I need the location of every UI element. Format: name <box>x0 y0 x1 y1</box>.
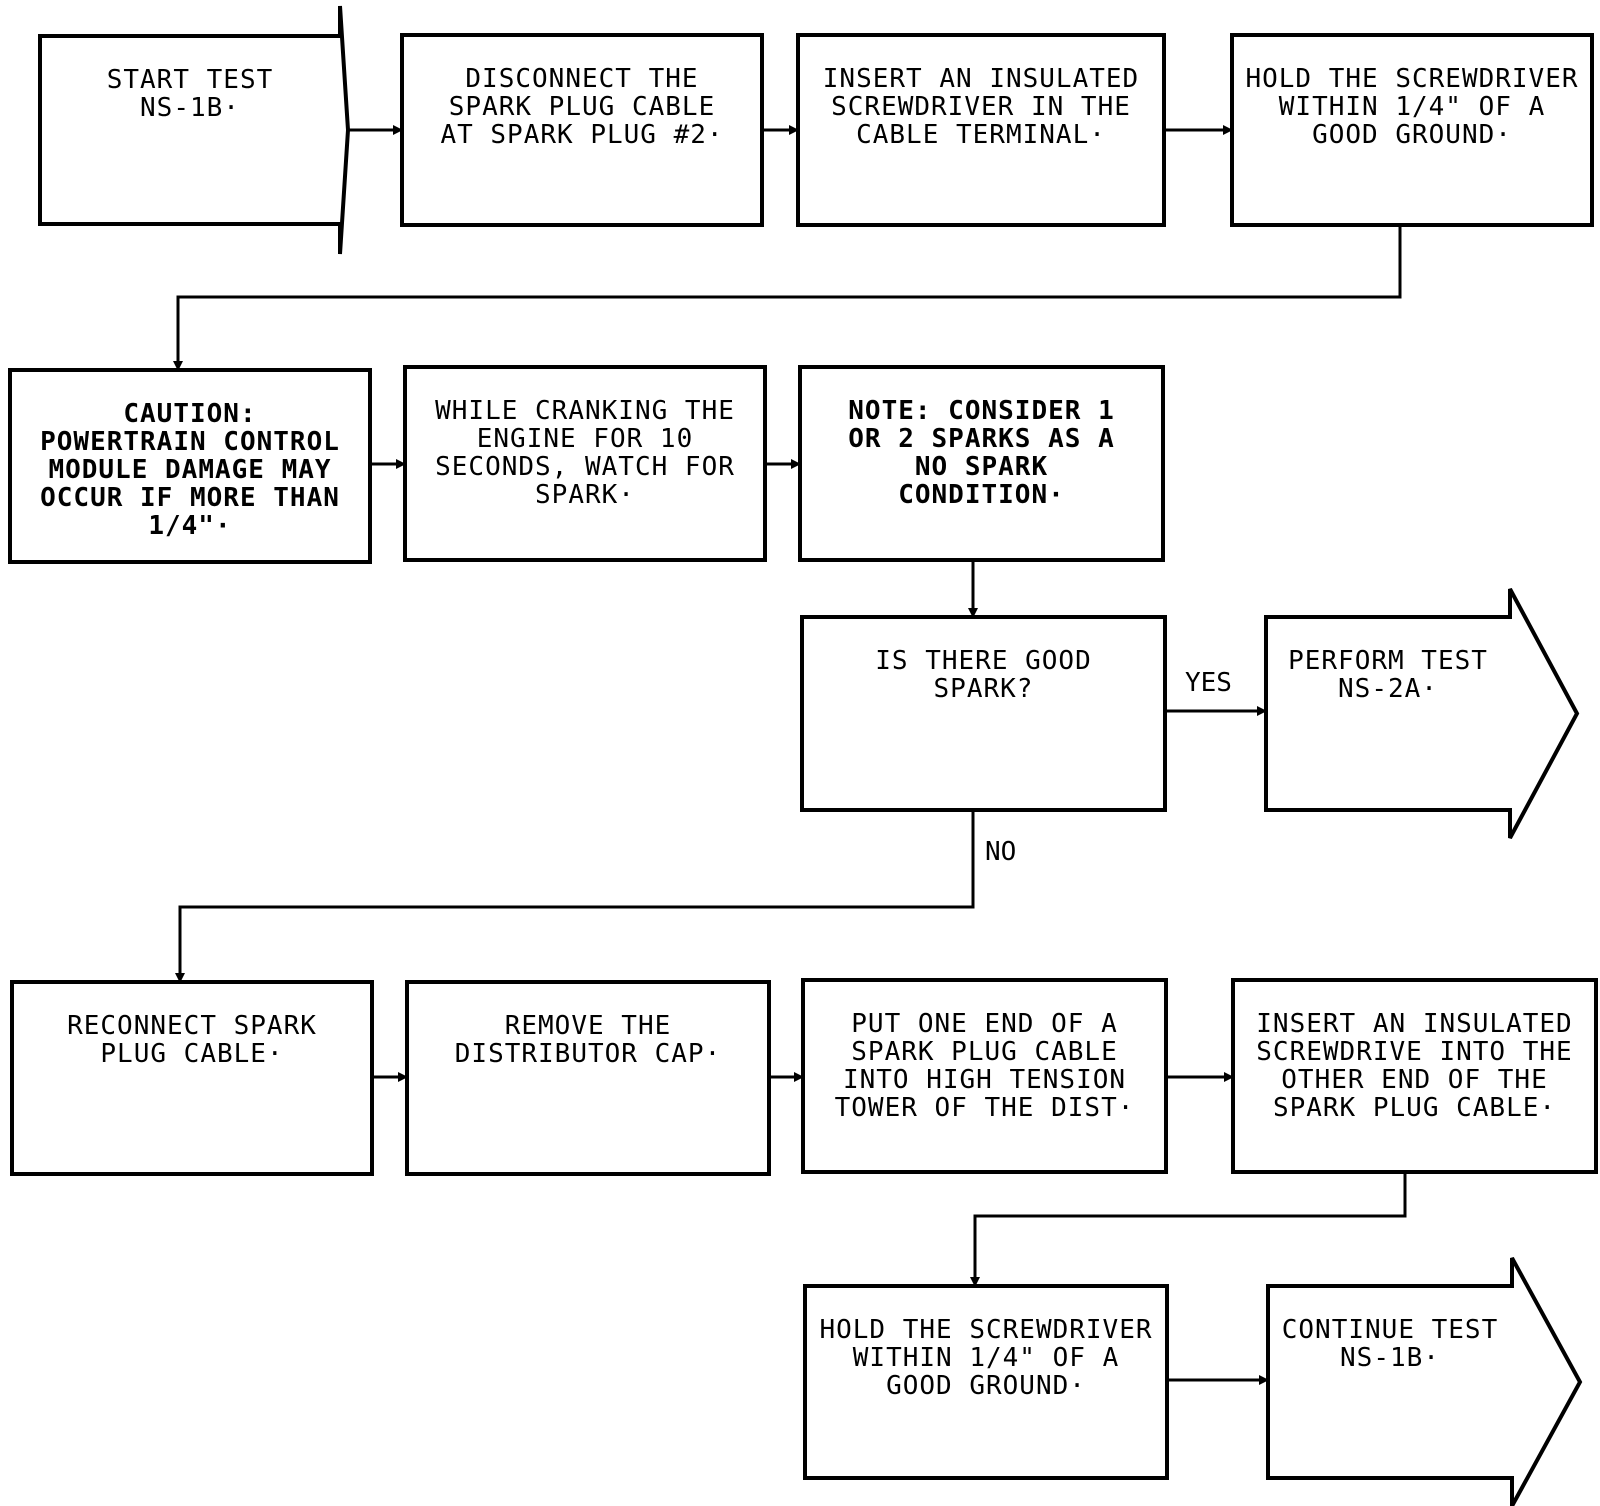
connector-n8-n10 <box>175 810 975 983</box>
process-box-n3 <box>796 33 1166 227</box>
node-label-n12: PUT ONE END OF A SPARK PLUG CABLE INTO H… <box>834 1009 1135 1123</box>
terminal-arrow-n9 <box>1264 588 1580 839</box>
process-box-n4 <box>1230 33 1594 227</box>
node-label-n11: REMOVE THE DISTRIBUTOR CAP· <box>454 1011 722 1069</box>
node-label-n5: CAUTION: POWERTRAIN CONTROL MODULE DAMAG… <box>40 399 340 541</box>
connector-n13-n14 <box>970 1172 1407 1287</box>
process-box-n13 <box>1231 978 1598 1174</box>
terminal-arrow-n15 <box>1266 1257 1583 1506</box>
process-box-n5 <box>8 368 372 564</box>
node-label-n8: IS THERE GOOD SPARK? <box>875 646 1092 704</box>
edge-label-no: NO <box>985 837 1017 867</box>
node-label-n15: CONTINUE TEST NS-1B· <box>1281 1315 1499 1373</box>
process-box-n12 <box>801 978 1168 1174</box>
node-label-n4: HOLD THE SCREWDRIVER WITHIN 1/4" OF A GO… <box>1245 64 1579 150</box>
process-box-n10 <box>10 980 374 1176</box>
terminal-arrow-n1 <box>38 5 351 255</box>
edge-label-yes: YES <box>1185 668 1232 698</box>
process-box-n2 <box>400 33 764 227</box>
process-box-n7 <box>798 365 1165 562</box>
process-box-n14 <box>803 1284 1169 1480</box>
process-box-n6 <box>403 365 767 562</box>
node-label-n1: START TEST NS-1B· <box>106 65 274 123</box>
node-label-n6: WHILE CRANKING THE ENGINE FOR 10 SECONDS… <box>435 396 735 510</box>
node-label-n14: HOLD THE SCREWDRIVER WITHIN 1/4" OF A GO… <box>819 1315 1153 1401</box>
node-label-n13: INSERT AN INSULATED SCREWDRIVE INTO THE … <box>1256 1009 1573 1123</box>
decision-box-n8 <box>800 615 1167 812</box>
node-label-n9: PERFORM TEST NS-2A· <box>1288 646 1488 704</box>
node-label-n3: INSERT AN INSULATED SCREWDRIVER IN THE C… <box>822 64 1140 150</box>
node-label-n2: DISCONNECT THE SPARK PLUG CABLE AT SPARK… <box>440 64 724 150</box>
connector-n4-n5 <box>173 225 1402 371</box>
node-label-n10: RECONNECT SPARK PLUG CABLE· <box>67 1011 317 1069</box>
node-label-n7: NOTE: CONSIDER 1 OR 2 SPARKS AS A NO SPA… <box>848 396 1115 510</box>
process-box-n11 <box>405 980 771 1176</box>
